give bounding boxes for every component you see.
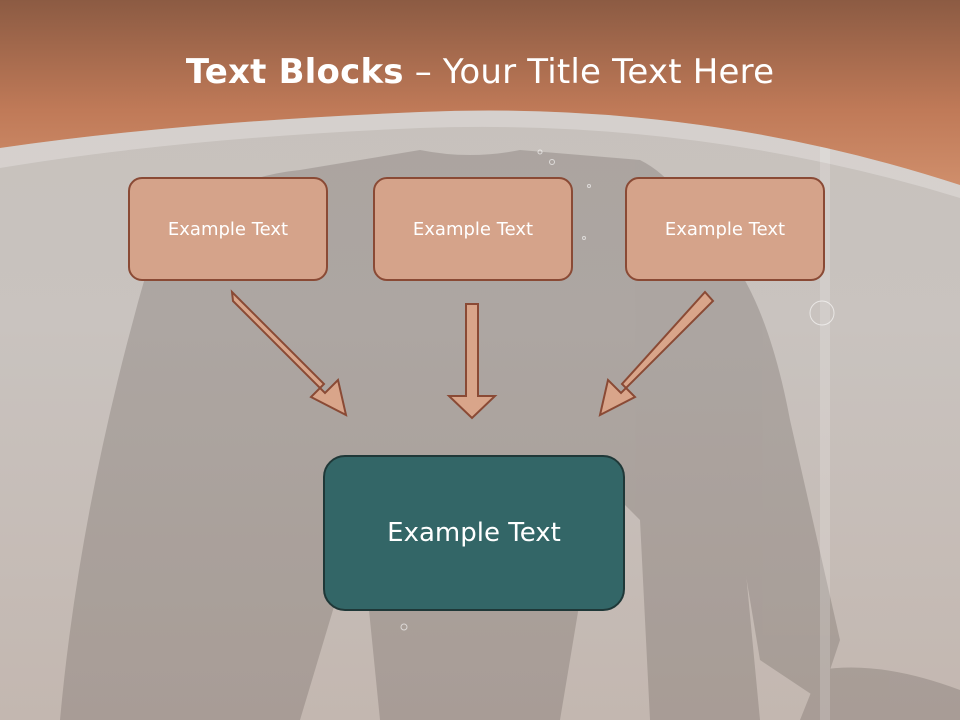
- background-bubbles: [400, 149, 835, 631]
- text-block-1[interactable]: Example Text: [128, 177, 328, 281]
- arrow-right-icon: [598, 290, 715, 417]
- arrow-center-icon: [446, 303, 498, 420]
- text-block-2[interactable]: Example Text: [373, 177, 573, 281]
- header-wave-highlight: [0, 110, 960, 198]
- text-block-3-label: Example Text: [664, 218, 786, 240]
- main-text-block-label: Example Text: [387, 518, 561, 548]
- slide-title: Text Blocks – Your Title Text Here: [0, 52, 960, 92]
- slide-title-rest: – Your Title Text Here: [403, 52, 775, 92]
- arrow-left-icon: [230, 289, 348, 417]
- main-text-block[interactable]: Example Text: [323, 455, 625, 611]
- slide-title-bold: Text Blocks: [185, 52, 404, 92]
- text-block-3[interactable]: Example Text: [625, 177, 825, 281]
- background-silhouette: [60, 150, 960, 720]
- header-wave: [0, 0, 960, 185]
- text-block-2-label: Example Text: [412, 218, 534, 240]
- text-block-1-label: Example Text: [167, 218, 289, 240]
- background-door-edge: [820, 120, 830, 720]
